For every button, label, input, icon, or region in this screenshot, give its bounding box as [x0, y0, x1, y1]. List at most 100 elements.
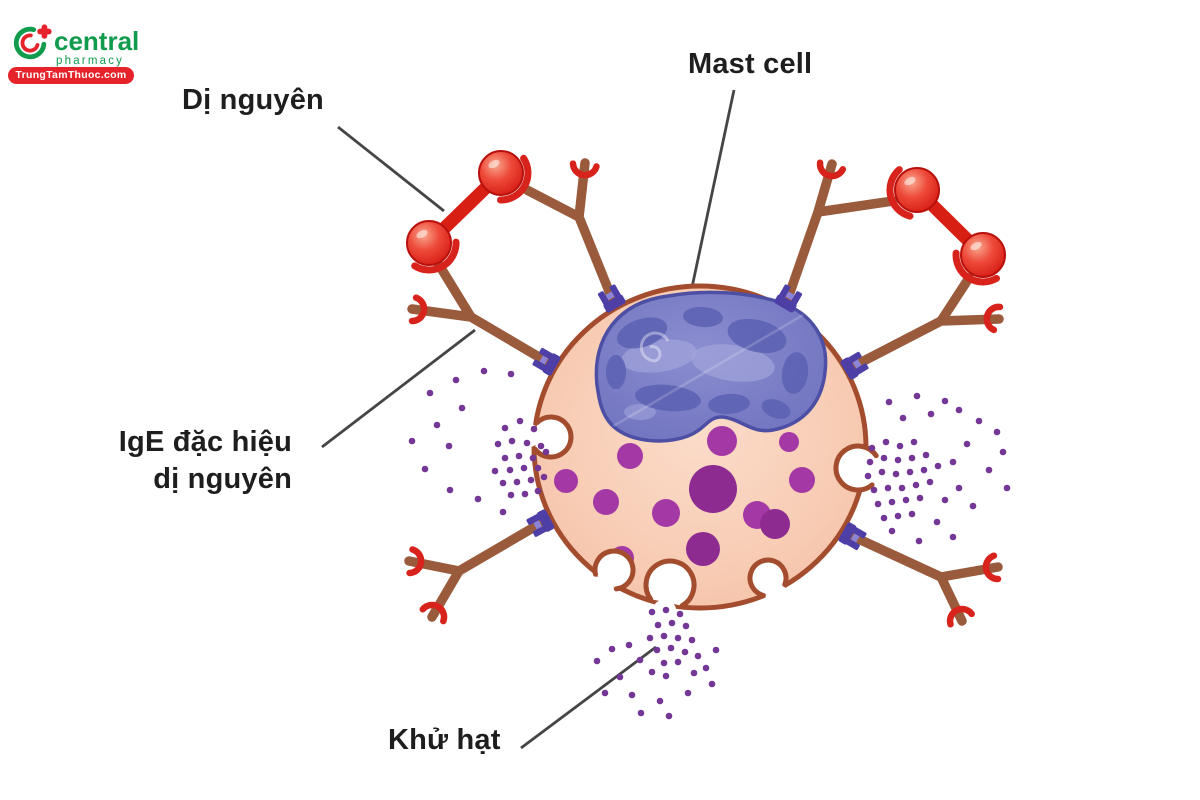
granule	[686, 532, 720, 566]
brand-subtitle: pharmacy	[56, 55, 125, 67]
released-granule-dot	[662, 672, 670, 680]
released-granule-dot	[499, 479, 507, 487]
released-granule-dot	[501, 454, 509, 462]
released-granule-dot	[884, 484, 892, 492]
released-granule-dot	[616, 673, 624, 681]
receptor-prong	[790, 291, 803, 306]
released-granule-dot	[667, 644, 675, 652]
released-granule-dot	[421, 465, 429, 473]
released-granule-dot	[963, 440, 971, 448]
nucleus-blotch	[708, 393, 750, 415]
ige-binding-tip	[406, 546, 425, 577]
watermark-line	[609, 306, 816, 430]
ige-antibody	[522, 158, 618, 306]
receptor-base	[542, 353, 561, 376]
released-granule-dot	[452, 376, 460, 384]
receptor-prong	[532, 525, 548, 537]
ige-antibody	[782, 159, 898, 306]
degranulation-notch	[747, 557, 789, 598]
receptor-base	[838, 522, 857, 545]
allergen-sphere	[894, 167, 940, 213]
released-granule-dot	[882, 438, 890, 446]
receptor-base	[603, 294, 626, 313]
released-granule-dot	[906, 468, 914, 476]
released-granule-dot	[941, 397, 949, 405]
fc-receptor-icon	[526, 509, 555, 537]
granule	[789, 467, 815, 493]
released-granule-dot	[458, 404, 466, 412]
released-granule-dot	[888, 498, 896, 506]
pointer-line	[520, 645, 657, 750]
released-granule-dot	[1003, 484, 1011, 492]
granule	[760, 509, 790, 539]
fc-receptors	[526, 284, 869, 551]
allergen-dumbbell	[886, 166, 1006, 286]
granule	[554, 469, 578, 493]
released-granule-dot	[499, 508, 507, 516]
receptor-base	[840, 357, 859, 380]
released-granule-dot	[910, 438, 918, 446]
released-granule-dot	[608, 645, 616, 653]
released-granule-dot	[933, 518, 941, 526]
released-granule-dot	[660, 659, 668, 667]
released-granule-dot	[880, 514, 888, 522]
allergens	[406, 150, 1006, 286]
ige-label-line1: IgE đặc hiệu	[118, 426, 292, 458]
allergen-sphere	[406, 220, 452, 266]
allergen-sphere	[960, 232, 1006, 278]
ige-label-line2: dị nguyên	[153, 463, 292, 495]
ige-y-shape	[782, 159, 898, 306]
released-granule-dot	[681, 648, 689, 656]
degranulation-label: Khử hạt	[388, 724, 501, 756]
receptor-prong	[532, 359, 547, 372]
released-granule-dot	[682, 622, 690, 630]
released-granule-dot	[688, 636, 696, 644]
released-granule-dot	[926, 478, 934, 486]
nucleus-light-patch	[691, 344, 775, 382]
pointer-line	[689, 89, 736, 293]
released-granule-dot	[949, 533, 957, 541]
receptor-prong	[854, 363, 869, 376]
released-granule-dot	[507, 370, 515, 378]
nucleus-blotch	[727, 318, 787, 354]
released-granule-dot	[915, 537, 923, 545]
fc-receptor-icon	[774, 284, 803, 313]
released-granule-dot	[628, 691, 636, 699]
released-granule-dot	[491, 467, 499, 475]
released-granule-dot	[506, 466, 514, 474]
sphere-highlight	[904, 176, 916, 186]
ige-binding-tip	[946, 605, 975, 628]
released-granule-dot	[908, 454, 916, 462]
released-granule-dot	[676, 610, 684, 618]
released-granule-dot	[529, 454, 537, 462]
ige-antibody	[845, 530, 1003, 628]
released-granule-dot	[898, 484, 906, 492]
nucleus-light-patch	[624, 404, 656, 420]
fc-receptor-icon	[838, 522, 867, 551]
released-granule-dot	[894, 512, 902, 520]
granule	[779, 432, 799, 452]
pointer-lines	[321, 89, 736, 750]
ige-binding-tip	[982, 552, 1002, 583]
released-granule-dot	[665, 712, 673, 720]
released-granule-dot	[534, 464, 542, 472]
pointer-line	[337, 125, 445, 213]
granule	[617, 443, 643, 469]
receptor-prong	[609, 284, 622, 299]
released-granule-dot	[530, 425, 538, 433]
ige-antibody	[847, 273, 1004, 372]
receptor-inner	[539, 355, 549, 365]
released-granule-dot	[445, 442, 453, 450]
released-granule-dot	[999, 448, 1007, 456]
released-granule-dot	[656, 697, 664, 705]
released-granule-dot	[941, 496, 949, 504]
allergen-sphere	[478, 150, 524, 196]
mast-cell-label: Mast cell	[688, 48, 813, 80]
ige-label: IgE đặc hiệu dị nguyên	[90, 424, 292, 498]
ige-y-shape	[522, 158, 618, 306]
brand-banner: TrungTamThuoc.com	[8, 67, 134, 84]
released-granule-dot	[654, 621, 662, 629]
ige-cup	[952, 249, 1000, 286]
released-granule-dot	[894, 456, 902, 464]
